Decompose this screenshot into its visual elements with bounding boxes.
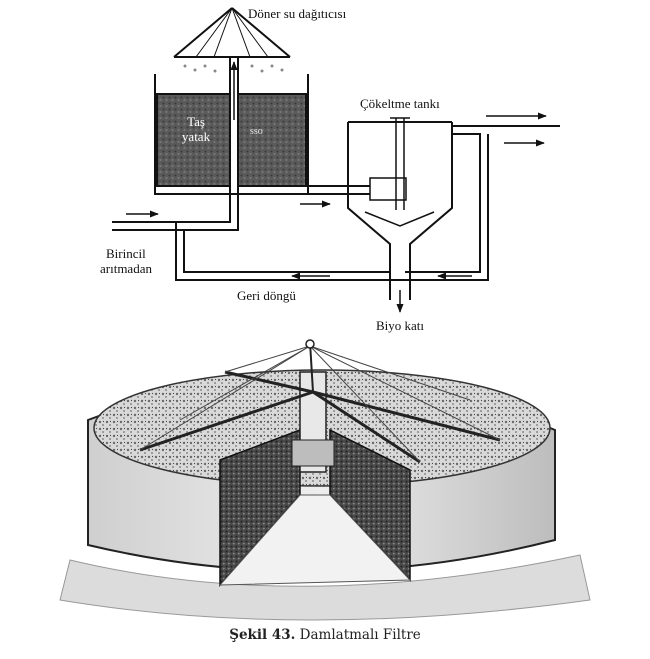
stay-rods: [139, 345, 501, 463]
distributor-arms: [139, 370, 501, 464]
bed-mark-label: sso: [250, 126, 263, 137]
distributor-cone: [173, 7, 291, 58]
center-column-base: [291, 439, 335, 467]
biosolids-label: Biyo katı: [376, 318, 425, 333]
stone-bed-label-line1: Taş: [187, 114, 205, 129]
process-schematic: [112, 7, 560, 313]
feed-well: [369, 177, 407, 201]
settling-tank: [347, 121, 453, 300]
trickling-filter-illustration: [59, 339, 591, 621]
figure-number: Şekil 43.: [229, 627, 296, 643]
recycle-pipe: [175, 134, 489, 281]
settling-shaft: [390, 117, 410, 210]
distributor-ray: [195, 7, 233, 58]
stone-bed-label-line2: yatak: [181, 129, 211, 144]
recycle-label: Geri döngü: [237, 288, 296, 303]
mast: [309, 341, 314, 393]
distributor-ray: [213, 7, 233, 58]
filter-tank-wall: [154, 74, 309, 195]
figure-caption: Şekil 43. Damlatmalı Filtre: [0, 627, 650, 643]
primary-label-line2: arıtmadan: [100, 261, 152, 276]
distributor-ray: [231, 7, 269, 58]
stone-bed-right: [237, 93, 307, 187]
stone-bed-left: [156, 93, 231, 187]
filter-effluent-pipe: [308, 185, 370, 195]
mast-cap: [305, 339, 315, 349]
distributor-label: Döner su dağıtıcısı: [248, 6, 347, 21]
stone-bed-label: Taş yatak: [176, 114, 216, 144]
settling-inner-cone: [364, 211, 435, 227]
distributor-ray: [231, 7, 251, 58]
effluent-pipe: [405, 125, 560, 273]
primary-label-line1: Birincil: [106, 246, 146, 261]
spray-drops: [183, 64, 284, 73]
primary-label: Birincil arıtmadan: [100, 246, 152, 276]
underdrain-channel: [218, 494, 412, 586]
settling-tank-label: Çökeltme tankı: [360, 96, 440, 111]
influent-pipe: [112, 186, 239, 231]
figure-caption-text: Damlatmalı Filtre: [299, 627, 421, 643]
